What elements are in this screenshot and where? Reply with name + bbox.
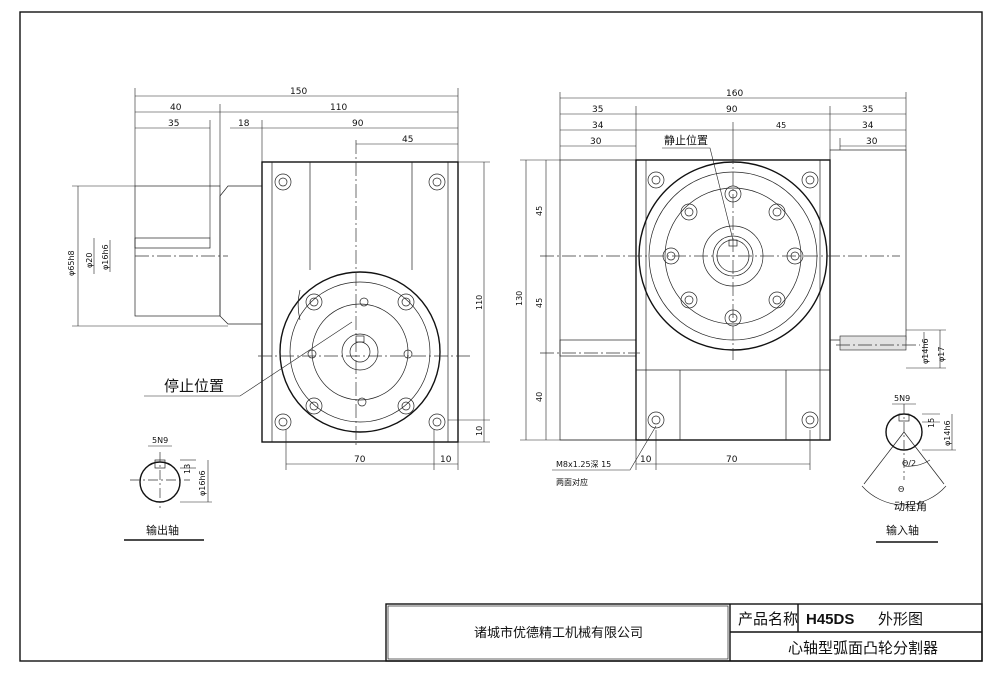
output-shaft-label: 输出轴 [146, 523, 179, 537]
input-key-5n9: 5N9 [894, 394, 910, 403]
dim-90: 90 [352, 119, 364, 129]
dim-r70: 70 [726, 455, 738, 465]
dim-r45: 45 [776, 121, 786, 130]
dim-150: 150 [290, 87, 307, 97]
dim-r90: 90 [726, 105, 738, 115]
dim-10-vertical: 10 [475, 426, 484, 436]
output-shaft-detail [124, 445, 212, 541]
title-block [385, 603, 983, 662]
dim-18: 18 [238, 119, 250, 129]
input-shaft-detail [861, 403, 956, 543]
input-key-phi14h6: φ14h6 [943, 420, 952, 446]
output-key-13: 13 [183, 464, 192, 474]
dim-v40: 40 [535, 392, 544, 402]
left-shaft-body [134, 185, 221, 317]
left-housing [261, 161, 459, 443]
dim-r160: 160 [726, 89, 743, 99]
output-key-5n9: 5N9 [152, 436, 168, 445]
dim-phi17: φ17 [937, 347, 946, 362]
dim-v45b: 45 [535, 298, 544, 308]
dim-v130: 130 [515, 291, 524, 306]
left-view [72, 88, 490, 470]
dim-10: 10 [440, 455, 452, 465]
both-sides-note: 两面对应 [556, 477, 588, 487]
dim-phi16h6: φ16h6 [101, 244, 110, 270]
dim-r34a: 34 [592, 121, 604, 131]
theta-half: Θ/2 [902, 459, 916, 468]
dim-r10: 10 [640, 455, 652, 465]
dim-r30a: 30 [590, 137, 602, 147]
drawing-type: 外形图 [878, 610, 923, 628]
dim-v45a: 45 [535, 206, 544, 216]
model-number: H45DS [806, 611, 854, 628]
drawing-border [19, 11, 983, 662]
dim-110: 110 [330, 103, 347, 113]
product-description: 心轴型弧面凸轮分割器 [788, 639, 938, 657]
company-name: 诸城市优德精工机械有限公司 [474, 625, 643, 641]
input-shaft-label: 输入轴 [886, 523, 919, 537]
stop-position-left-label: 停止位置 [164, 377, 224, 395]
dim-35: 35 [168, 119, 179, 129]
dim-110-vertical: 110 [475, 295, 484, 310]
output-key-phi16h6: φ16h6 [198, 470, 207, 496]
dim-r35b: 35 [862, 105, 873, 115]
dim-r30b: 30 [866, 137, 878, 147]
thread-spec: M8x1.25深 15 [556, 460, 611, 469]
dim-70: 70 [354, 455, 366, 465]
dim-phi65h8: φ65h8 [67, 250, 76, 276]
dim-45: 45 [402, 135, 413, 145]
dim-r34b: 34 [862, 121, 874, 131]
stop-position-right-label: 静止位置 [664, 133, 708, 147]
dim-40: 40 [170, 103, 182, 113]
product-name-label: 产品名称 [738, 610, 798, 628]
left-flange [279, 271, 441, 433]
input-key-15: 15 [927, 418, 936, 428]
dim-r35a: 35 [592, 105, 603, 115]
dim-phi20: φ20 [85, 253, 94, 268]
theta: Θ [898, 485, 904, 494]
dim-phi14h6: φ14h6 [921, 338, 930, 364]
index-angle-label: 动程角 [894, 500, 927, 513]
right-view [520, 92, 946, 471]
